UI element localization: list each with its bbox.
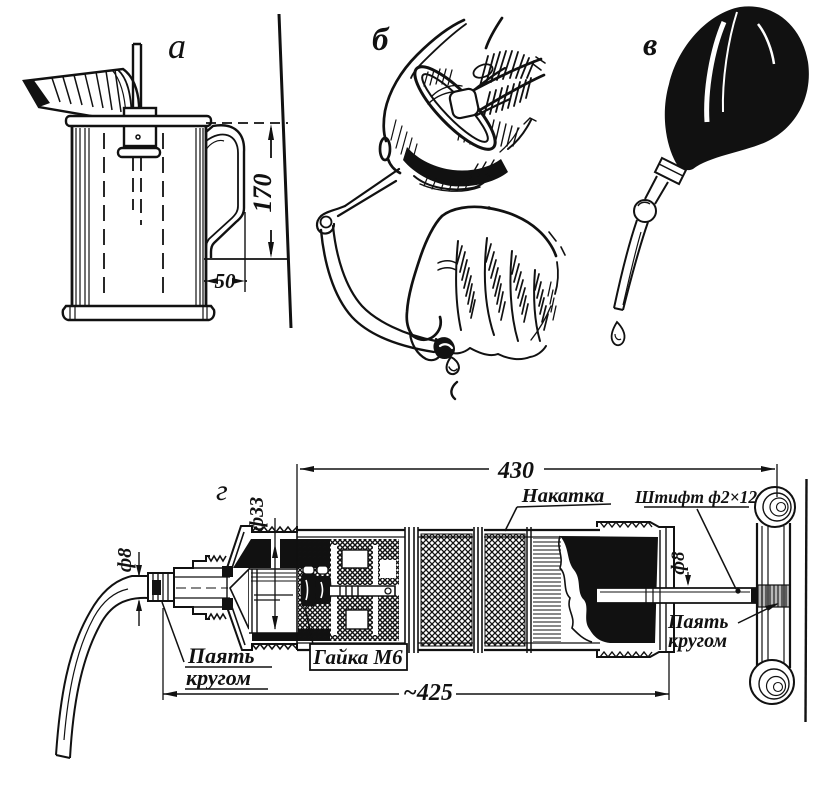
- svg-text:кругом: кругом: [186, 665, 251, 690]
- svg-text:ф33: ф33: [246, 497, 268, 531]
- svg-text:б: б: [372, 22, 390, 58]
- svg-text:a: a: [168, 26, 186, 66]
- svg-text:50: 50: [215, 269, 237, 293]
- svg-text:ф8: ф8: [668, 551, 689, 575]
- svg-text:Штифт ф2×12: Штифт ф2×12: [634, 487, 758, 507]
- svg-text:170: 170: [248, 174, 277, 213]
- svg-text:Паять: Паять: [667, 611, 729, 633]
- svg-text:Паять: Паять: [187, 643, 255, 668]
- svg-text:кругом: кругом: [668, 630, 727, 652]
- svg-text:~425: ~425: [403, 680, 453, 706]
- svg-text:в: в: [643, 26, 657, 62]
- svg-text:ф8: ф8: [114, 548, 136, 572]
- svg-text:430: 430: [497, 458, 534, 484]
- svg-text:г: г: [216, 474, 228, 507]
- svg-text:Гайка М6: Гайка М6: [312, 645, 403, 669]
- svg-text:Накатка: Накатка: [521, 485, 604, 507]
